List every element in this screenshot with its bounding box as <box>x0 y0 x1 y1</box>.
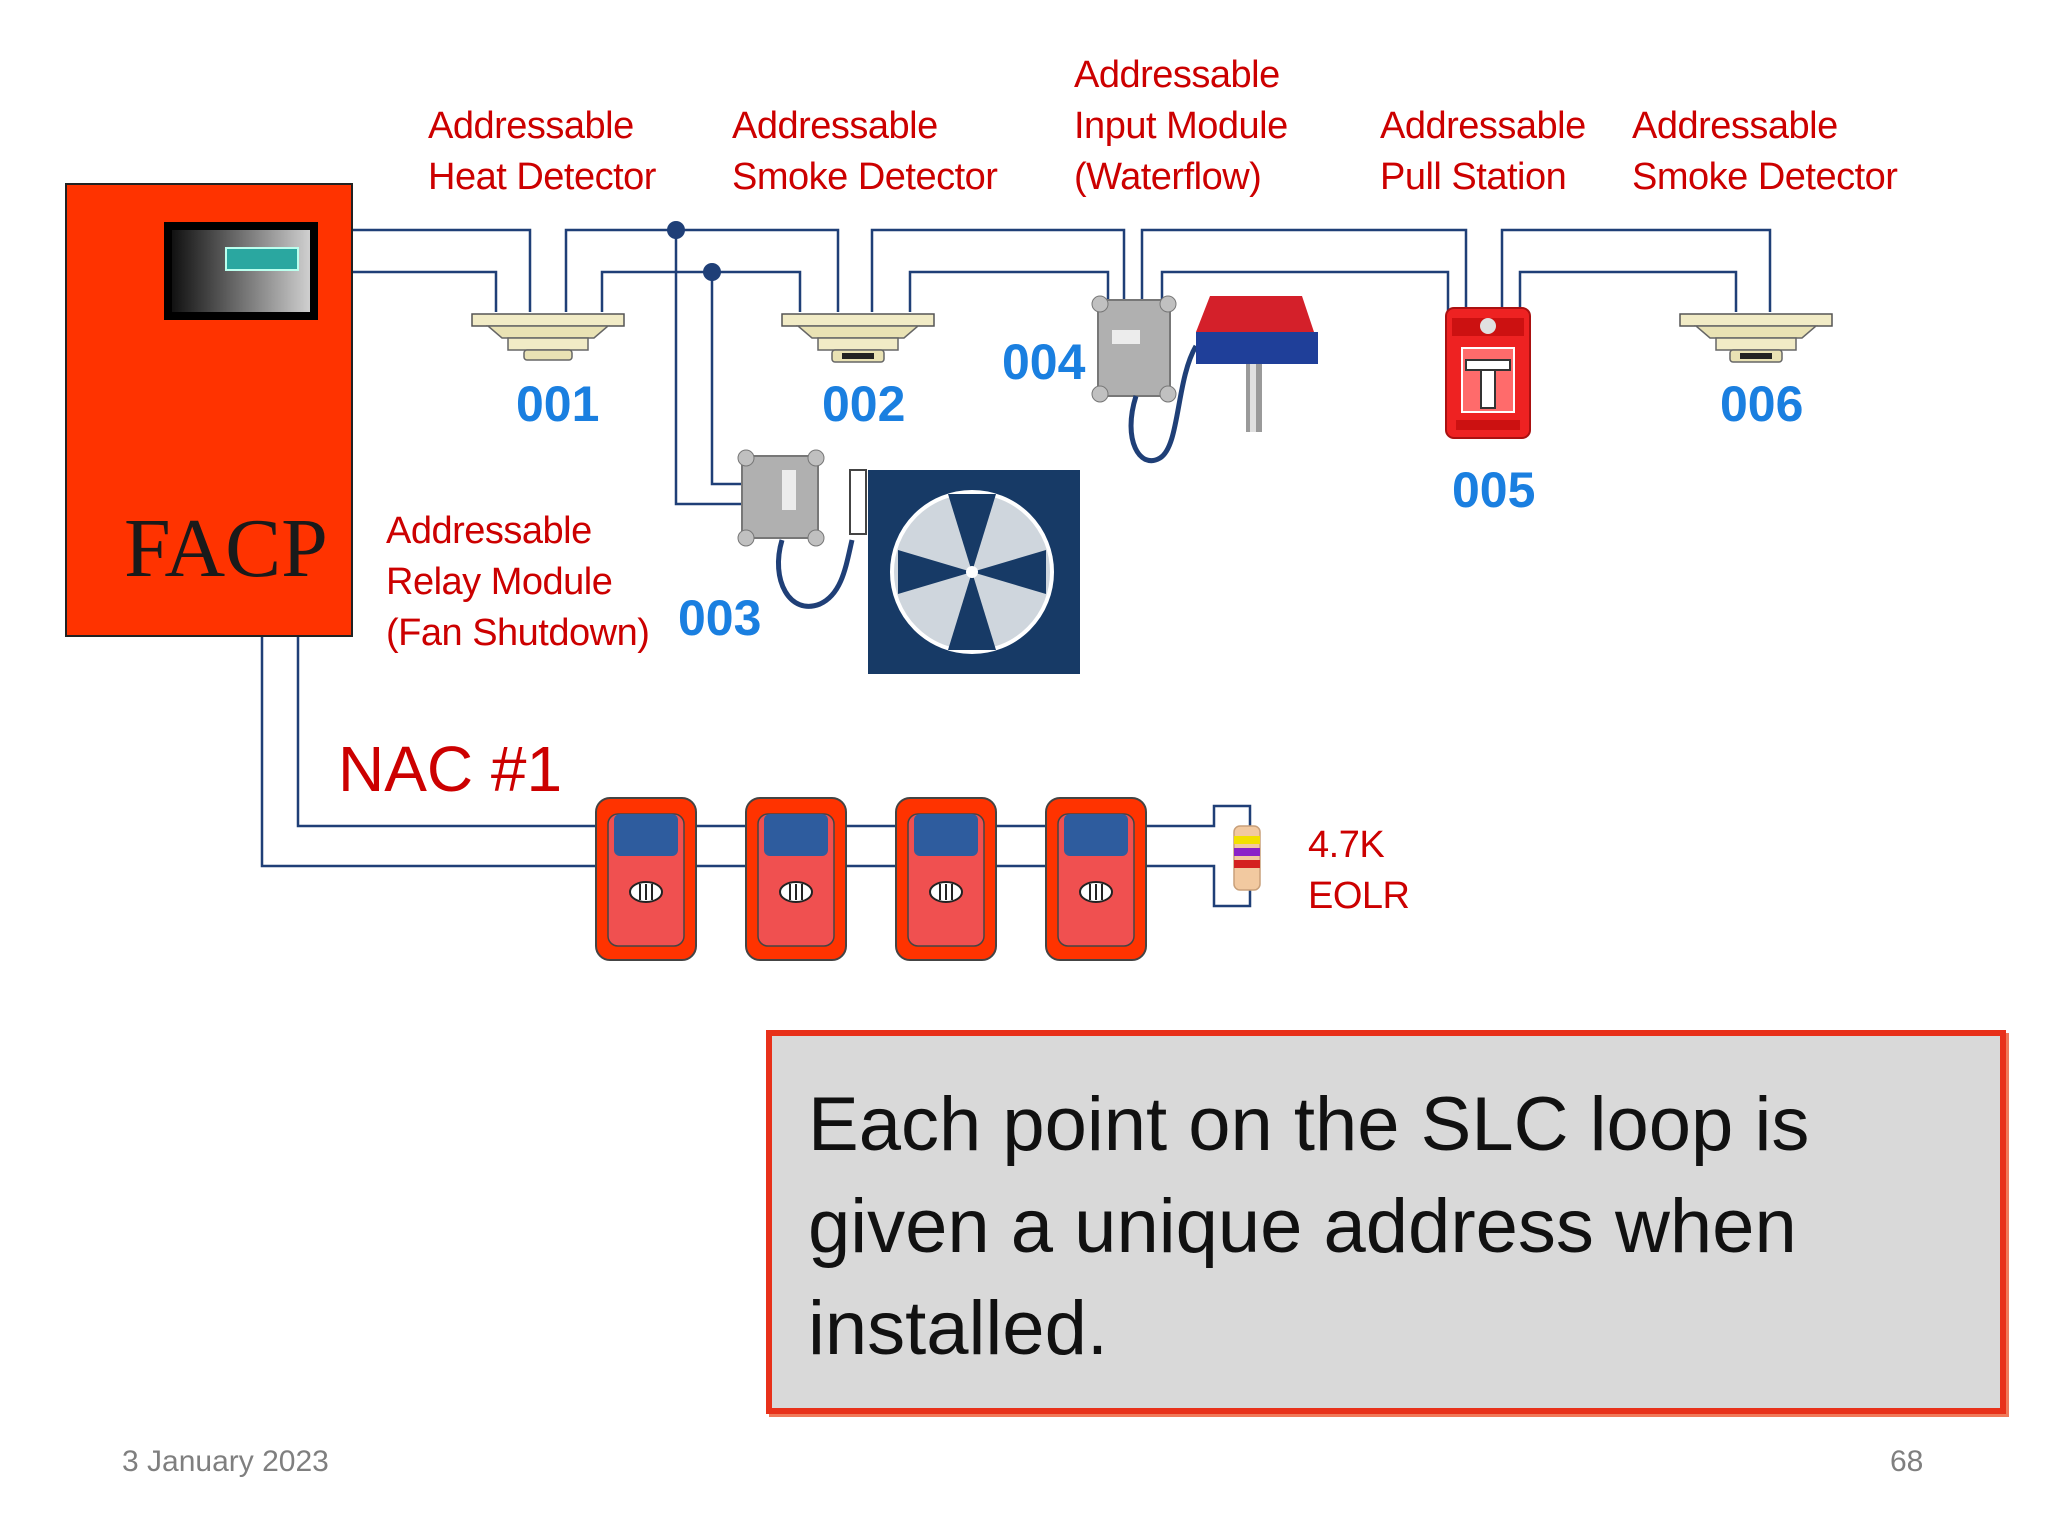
label-line: Addressable <box>1632 105 1838 147</box>
eolr-value: 4.7K <box>1308 824 1385 866</box>
facp-panel <box>65 183 353 637</box>
page-number: 68 <box>1890 1445 1924 1478</box>
device-label-005: Addressable Pull Station <box>1380 101 1586 203</box>
device-label-006: Addressable Smoke Detector <box>1632 101 1898 203</box>
device-label-002: Addressable Smoke Detector <box>732 101 998 203</box>
callout-text: Each point on the SLC loop is given a un… <box>808 1082 1810 1371</box>
label-line: Smoke Detector <box>1632 156 1898 198</box>
label-line: Pull Station <box>1380 156 1567 198</box>
callout-box: Each point on the SLC loop is given a un… <box>766 1030 2006 1414</box>
nac-label: NAC #1 <box>338 733 563 805</box>
label-line: Addressable <box>1380 105 1586 147</box>
horn-strobe-icon <box>895 797 997 961</box>
fan-icon <box>868 470 1080 674</box>
label-line: Heat Detector <box>428 156 656 198</box>
device-label-003: Addressable Relay Module (Fan Shutdown) <box>386 506 650 659</box>
address-001: 001 <box>516 376 600 432</box>
waterflow-switch-icon <box>1196 296 1318 432</box>
label-line: (Waterflow) <box>1074 156 1262 198</box>
nac-wires <box>260 636 1252 908</box>
horn-strobe-icon <box>595 797 697 961</box>
address-006: 006 <box>1720 376 1804 432</box>
address-003: 003 <box>678 590 762 646</box>
label-line: Addressable <box>732 105 938 147</box>
junction-dot <box>703 263 721 281</box>
label-line: Input Module <box>1074 105 1288 147</box>
label-line: (Fan Shutdown) <box>386 612 650 654</box>
device-label-001: Addressable Heat Detector <box>428 101 656 203</box>
pull-station-icon <box>1445 307 1531 439</box>
address-002: 002 <box>822 376 906 432</box>
label-line: Addressable <box>428 105 634 147</box>
label-line: Smoke Detector <box>732 156 998 198</box>
smoke-detector-icon <box>1679 313 1833 363</box>
address-004: 004 <box>1002 334 1086 390</box>
relay-tap-wires <box>674 230 746 506</box>
horn-strobe-icon <box>745 797 847 961</box>
footer-date: 3 January 2023 <box>122 1445 329 1478</box>
horn-strobe-icon <box>1045 797 1147 961</box>
eolr-text: EOLR <box>1308 875 1410 917</box>
device-label-004: Addressable Input Module (Waterflow) <box>1074 50 1288 203</box>
relay-module-icon <box>737 449 867 609</box>
address-005: 005 <box>1452 462 1536 518</box>
slc-wire-outer <box>352 228 1772 312</box>
input-module-icon <box>1091 295 1199 464</box>
eolr-label: 4.7K EOLR <box>1308 820 1410 922</box>
facp-label: FACP <box>124 502 328 595</box>
label-line: Addressable <box>1074 54 1280 96</box>
junction-dot <box>667 221 685 239</box>
smoke-detector-icon <box>781 313 935 363</box>
label-line: Addressable <box>386 510 592 552</box>
label-line: Relay Module <box>386 561 613 603</box>
eol-resistor-icon <box>1233 825 1261 891</box>
slc-wire-inner <box>352 270 1738 312</box>
heat-detector-icon <box>471 313 625 361</box>
